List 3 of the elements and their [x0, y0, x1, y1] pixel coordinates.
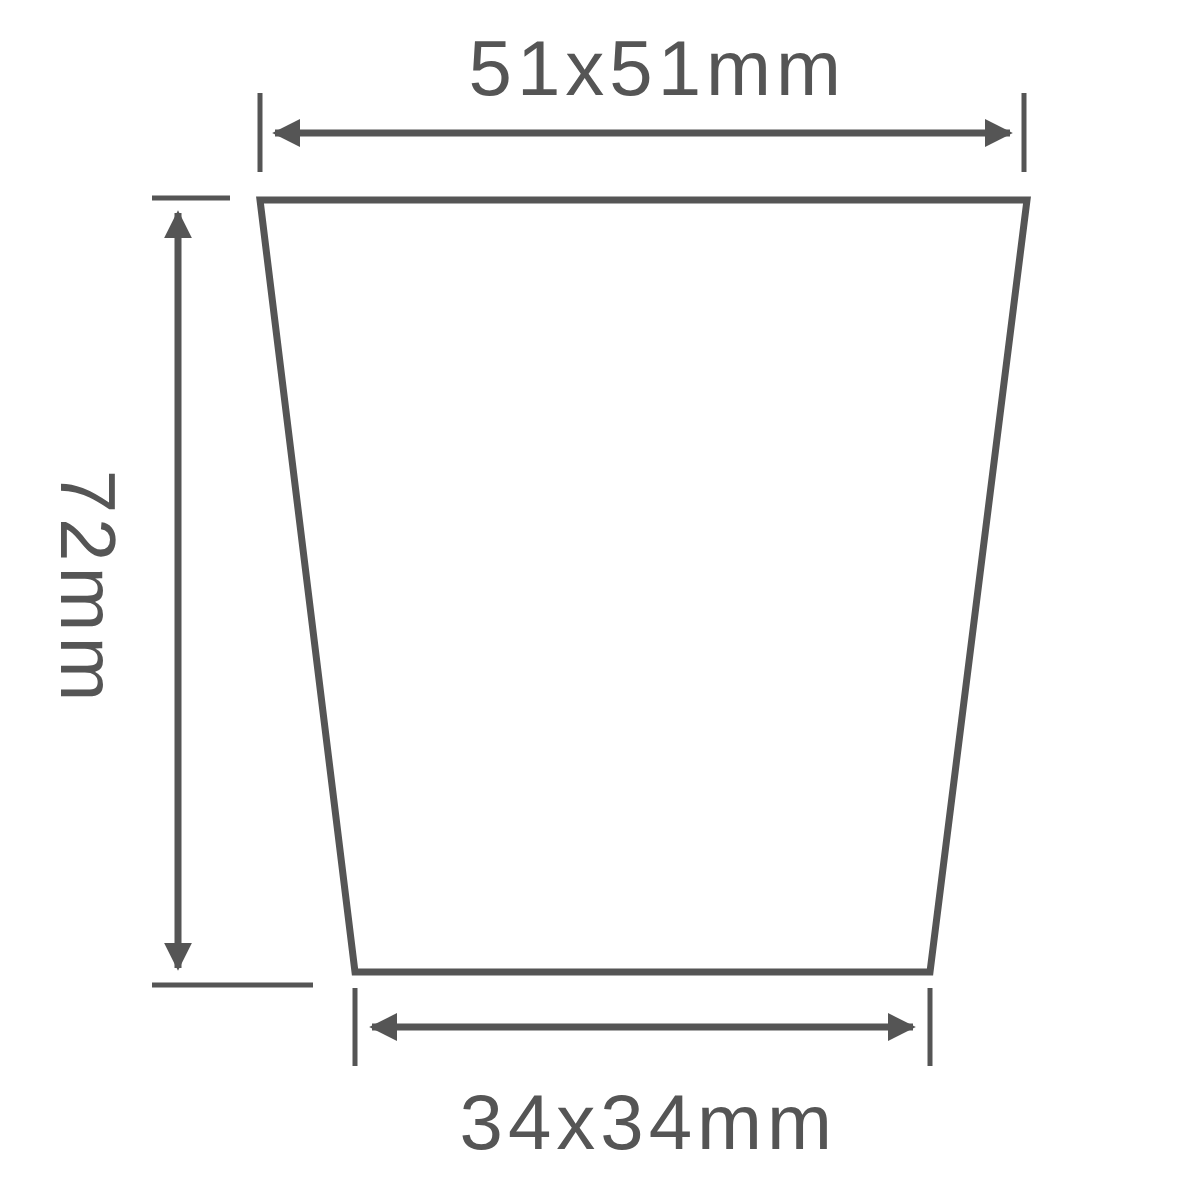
dimension-label: 34x34mm	[459, 1083, 837, 1161]
dimension-label: 72mm	[48, 469, 127, 707]
dimension-label: 51x51mm	[468, 29, 846, 107]
